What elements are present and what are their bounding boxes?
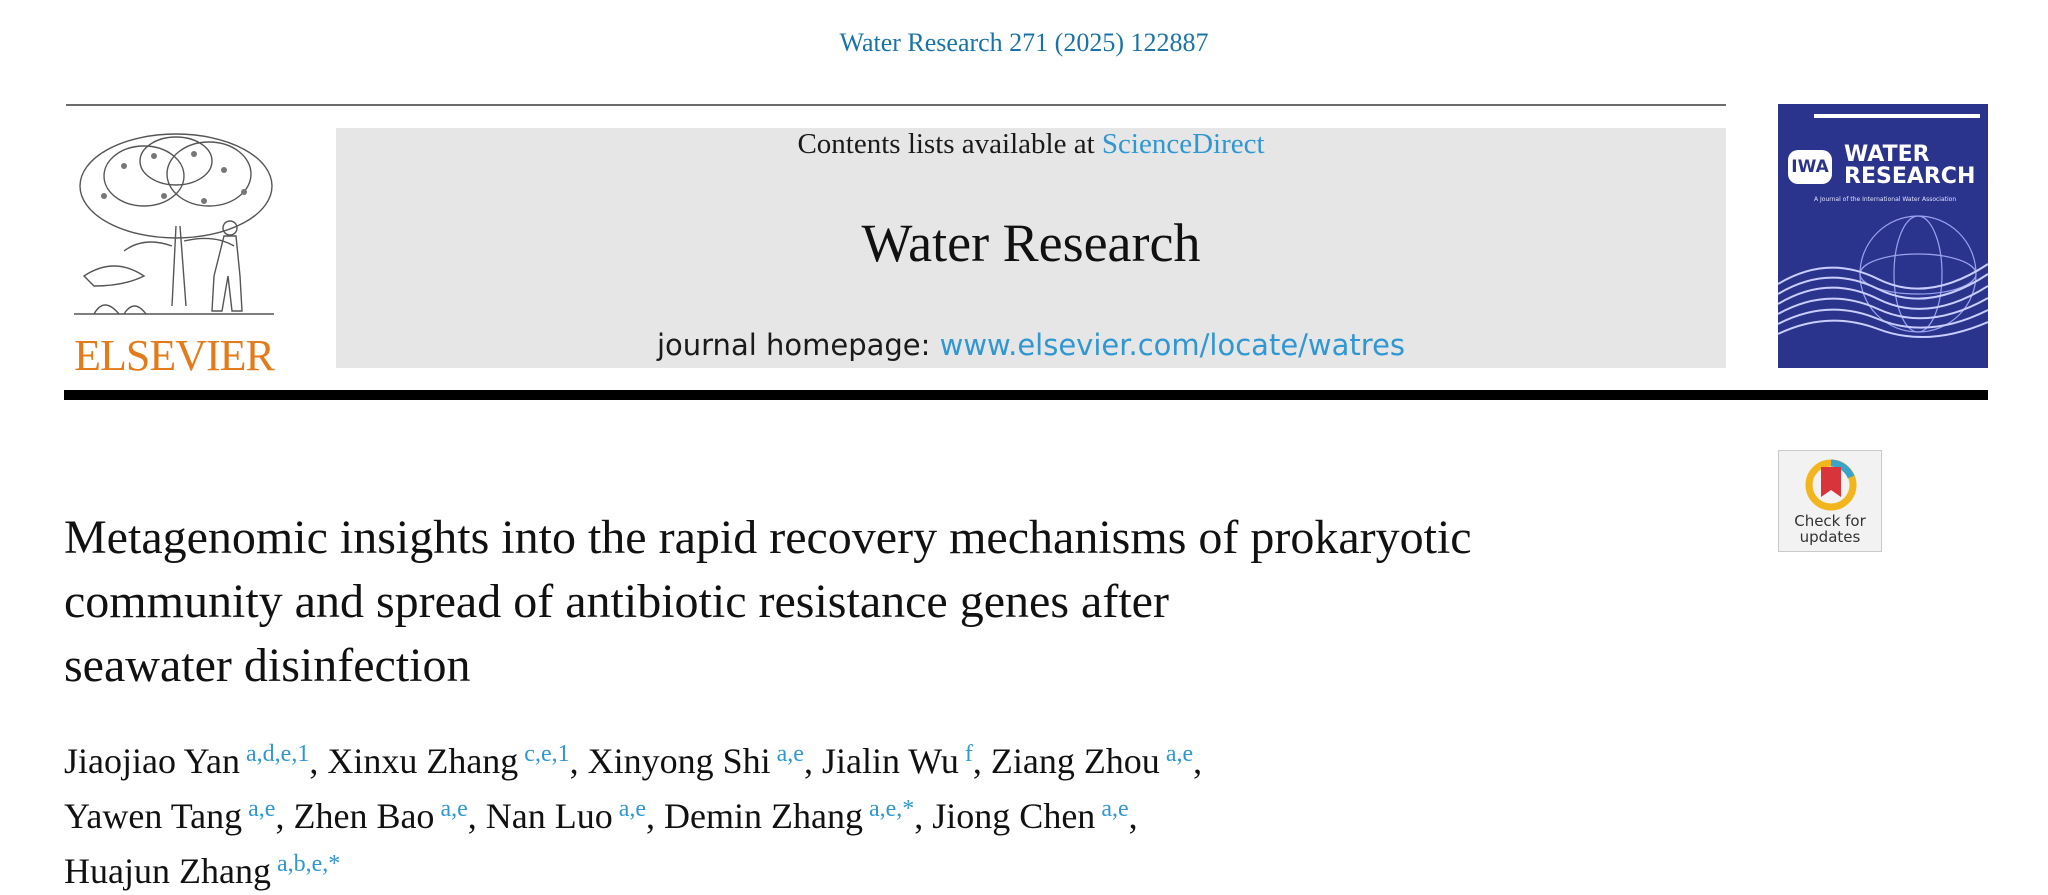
contents-prefix: Contents lists available at <box>797 128 1095 160</box>
author-name: Xinyong Shi <box>587 741 771 781</box>
contents-line: Contents lists available at ScienceDirec… <box>336 128 1726 161</box>
elsevier-logo[interactable]: ELSEVIER <box>64 126 284 380</box>
cover-tagline: A Journal of the International Water Ass… <box>1814 196 1957 203</box>
author-affiliation[interactable]: a,d,e,1 <box>246 741 310 767</box>
author-affiliation[interactable]: a,e <box>248 796 276 822</box>
author-affiliation[interactable]: c,e,1 <box>524 741 570 767</box>
title-line-1: Metagenomic insights into the rapid reco… <box>64 511 1472 564</box>
author-name: Jiaojiao Yan <box>64 741 241 781</box>
journal-citation: Water Research 271 (2025) 122887 <box>0 28 2048 58</box>
check-line1: Check for <box>1794 512 1866 530</box>
homepage-line: journal homepage: www.elsevier.com/locat… <box>336 328 1726 362</box>
author-name: Zhen Bao <box>293 796 435 836</box>
cover-title: WATER RESEARCH <box>1844 144 1975 188</box>
author-affiliation[interactable]: a,e <box>1101 796 1129 822</box>
author-name: Jiong Chen <box>932 796 1096 836</box>
author-name: Nan Luo <box>485 796 613 836</box>
author-name: Xinxu Zhang <box>327 741 519 781</box>
author-affiliation[interactable]: a,e,* <box>868 796 915 822</box>
author-separator: , <box>309 741 319 781</box>
journal-masthead: Contents lists available at ScienceDirec… <box>336 128 1726 368</box>
top-divider <box>66 104 1726 106</box>
author-name: Ziang Zhou <box>990 741 1160 781</box>
author-affiliation[interactable]: a,e <box>440 796 468 822</box>
article-title: Metagenomic insights into the rapid reco… <box>64 506 1704 698</box>
cover-title-line2: RESEARCH <box>1844 164 1976 189</box>
author-separator: , <box>569 741 579 781</box>
author-affiliation[interactable]: f <box>964 741 973 767</box>
author-separator: , <box>1128 796 1138 836</box>
author-affiliation[interactable]: a,e <box>1165 741 1194 767</box>
sciencedirect-link[interactable]: ScienceDirect <box>1101 128 1265 160</box>
author-separator: , <box>275 796 285 836</box>
citation-link[interactable]: Water Research 271 (2025) 122887 <box>839 28 1209 57</box>
journal-cover[interactable]: IWA WATER RESEARCH A Journal of the Inte… <box>1778 104 1988 368</box>
author-affiliation[interactable]: a,b,e,* <box>276 851 341 877</box>
check-line2: updates <box>1799 528 1861 546</box>
author-separator: , <box>646 796 656 836</box>
cover-title-line1: WATER <box>1844 142 1930 167</box>
check-for-updates-button[interactable]: Check for updates <box>1778 450 1882 552</box>
homepage-link[interactable]: www.elsevier.com/locate/watres <box>939 328 1406 362</box>
author-separator: , <box>972 741 982 781</box>
author-name: Demin Zhang <box>664 796 863 836</box>
author-separator: , <box>803 741 813 781</box>
bookmark-ring-icon <box>1805 459 1857 511</box>
author-name: Jialin Wu <box>821 741 959 781</box>
author-affiliation[interactable]: a,e <box>618 796 647 822</box>
author-affiliation[interactable]: a,e <box>776 741 804 767</box>
author-name: Yawen Tang <box>64 796 243 836</box>
publisher-wordmark: ELSEVIER <box>74 331 275 380</box>
title-line-3: seawater disinfection <box>64 639 471 692</box>
author-name: Huajun Zhang <box>64 851 271 891</box>
check-for-updates-label: Check for updates <box>1779 513 1881 545</box>
iwa-badge-icon: IWA <box>1788 150 1832 184</box>
title-line-2: community and spread of antibiotic resis… <box>64 575 1169 628</box>
author-separator: , <box>467 796 477 836</box>
tree-engraving-icon <box>74 133 274 315</box>
cover-wave-icon <box>1778 215 1988 338</box>
author-separator: , <box>1193 741 1203 781</box>
journal-name: Water Research <box>861 213 1201 273</box>
cover-top-bar <box>1814 114 1980 118</box>
homepage-prefix: journal homepage: <box>656 328 931 362</box>
author-separator: , <box>914 796 924 836</box>
header-thick-rule <box>64 390 1988 400</box>
